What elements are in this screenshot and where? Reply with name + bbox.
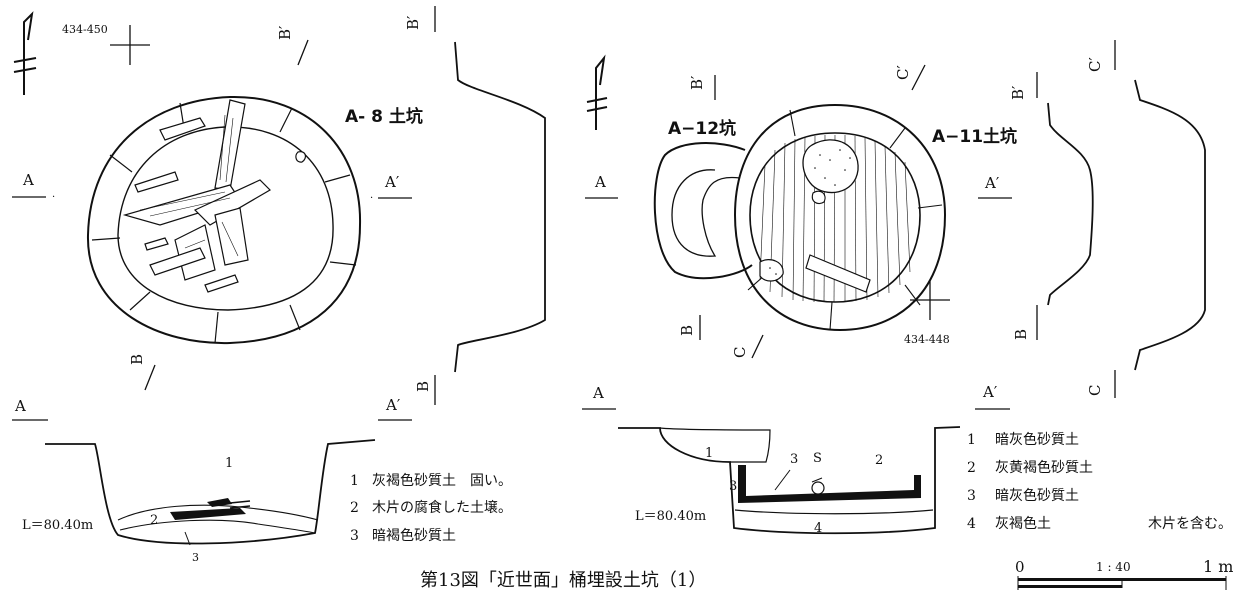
pit-a12-plan bbox=[653, 142, 753, 280]
marker-b-far: B bbox=[1012, 305, 1038, 340]
pit-a12-label: A−12坑 bbox=[668, 118, 736, 139]
marker-b-prime-far: B′ bbox=[1009, 72, 1038, 100]
profile-c-right bbox=[1134, 79, 1206, 371]
grid-label-left: 434-450 bbox=[62, 23, 108, 36]
svg-text:B: B bbox=[128, 354, 146, 365]
marker-b-right: B bbox=[678, 315, 701, 340]
marker-b-prime-right: B′ bbox=[688, 75, 716, 100]
svg-text:暗灰色砂質土: 暗灰色砂質土 bbox=[995, 431, 1079, 448]
layer-2-left: 2 bbox=[150, 513, 158, 528]
marker-c-far: C bbox=[1086, 370, 1116, 398]
svg-text:C: C bbox=[731, 347, 749, 358]
marker-a-right: A bbox=[594, 173, 606, 191]
svg-text:B: B bbox=[414, 381, 432, 392]
profile-b-left bbox=[454, 41, 546, 373]
marker-a-prime-right: A′ bbox=[984, 174, 1000, 192]
svg-text:灰褐色土: 灰褐色土 bbox=[995, 515, 1051, 532]
layer-1-left: 1 bbox=[225, 456, 233, 471]
grid-point-right: 434-448 bbox=[904, 280, 950, 346]
svg-text:0: 0 bbox=[1015, 558, 1025, 576]
section-a8 bbox=[45, 439, 376, 546]
svg-text:木片の腐食した土壌。: 木片の腐食した土壌。 bbox=[372, 499, 512, 516]
elevation-right: L＝80.40m bbox=[635, 509, 706, 524]
marker-c-prime-far: C′ bbox=[1086, 40, 1116, 72]
profile-b-right bbox=[1047, 102, 1094, 306]
svg-text:灰褐色砂質土 固い。: 灰褐色砂質土 固い。 bbox=[372, 472, 512, 489]
figure-caption: 第13図「近世面」桶埋設土坑（1） bbox=[420, 570, 706, 591]
svg-text:1: 1 bbox=[350, 473, 359, 489]
pit-a11-plan bbox=[733, 103, 947, 332]
svg-text:B′: B′ bbox=[404, 15, 422, 30]
layer-3b-right: 3 bbox=[729, 479, 737, 494]
svg-text:B: B bbox=[1012, 329, 1030, 340]
grid-label-right: 434-448 bbox=[904, 333, 950, 346]
section-a-label-left: A bbox=[14, 397, 26, 415]
section-a11 bbox=[618, 426, 961, 535]
layer-3-right: 3 bbox=[790, 452, 798, 467]
svg-text:·: · bbox=[370, 193, 373, 204]
layer-2-right: 2 bbox=[875, 453, 883, 468]
svg-text:C: C bbox=[1086, 385, 1104, 396]
svg-text:B: B bbox=[678, 325, 696, 336]
svg-text:C′: C′ bbox=[1086, 57, 1104, 72]
svg-text:3: 3 bbox=[350, 528, 359, 544]
svg-text:1 m: 1 m bbox=[1203, 557, 1233, 576]
marker-b-left: B bbox=[128, 354, 156, 391]
svg-text:1: 1 bbox=[967, 432, 976, 448]
svg-text:灰黄褐色砂質土: 灰黄褐色砂質土 bbox=[995, 459, 1093, 476]
marker-c-prime-right: C′ bbox=[894, 65, 926, 91]
marker-b-prime-top: B′ bbox=[404, 6, 436, 32]
marker-c-right: C bbox=[731, 334, 764, 359]
legend-right: 1 暗灰色砂質土 2 灰黄褐色砂質土 3 暗灰色砂質土 4 灰褐色土 木片を含む… bbox=[967, 431, 1232, 532]
pit-a8-plan bbox=[86, 95, 362, 345]
pit-a8-label: A- 8 土坑 bbox=[345, 106, 423, 127]
svg-text:2: 2 bbox=[967, 460, 976, 476]
section-a-prime-label-left: A′ bbox=[385, 396, 401, 414]
layer-4-right: 4 bbox=[814, 521, 822, 536]
marker-a-left: A bbox=[22, 171, 34, 189]
legend-left: 1 灰褐色砂質土 固い。 2 木片の腐食した土壌。 3 暗褐色砂質土 bbox=[350, 472, 512, 544]
north-arrow-left bbox=[13, 11, 37, 95]
svg-text:1 : 40: 1 : 40 bbox=[1096, 560, 1131, 574]
section-a-label-right: A bbox=[592, 384, 604, 402]
elevation-left: L＝80.40m bbox=[22, 518, 93, 533]
svg-text:暗灰色砂質土: 暗灰色砂質土 bbox=[995, 487, 1079, 504]
svg-text:C′: C′ bbox=[894, 65, 912, 80]
svg-text:B′: B′ bbox=[1009, 85, 1027, 100]
marker-b-bottom-left: B bbox=[414, 375, 436, 405]
svg-text:·: · bbox=[52, 192, 55, 203]
svg-text:2: 2 bbox=[350, 500, 359, 516]
layer-1-right: 1 bbox=[705, 446, 713, 461]
section-a-prime-label-right: A′ bbox=[982, 383, 998, 401]
svg-text:B′: B′ bbox=[276, 25, 294, 40]
svg-text:3: 3 bbox=[967, 488, 976, 504]
scale-bar: 0 1 : 40 1 m bbox=[1015, 557, 1233, 590]
marker-a-prime-left: A′ bbox=[384, 173, 400, 191]
layer-3-left: 3 bbox=[192, 551, 199, 564]
north-arrow-right bbox=[586, 54, 608, 130]
stone-label: S bbox=[813, 451, 822, 466]
svg-text:4: 4 bbox=[967, 516, 976, 532]
pit-a11-label: A−11土坑 bbox=[932, 126, 1017, 147]
svg-text:B′: B′ bbox=[688, 75, 706, 90]
svg-text:暗褐色砂質土: 暗褐色砂質土 bbox=[372, 527, 456, 544]
svg-text:木片を含む。: 木片を含む。 bbox=[1148, 516, 1232, 532]
grid-point-left: 434-450 bbox=[62, 23, 150, 65]
marker-b-prime-left: B′ bbox=[276, 25, 309, 66]
